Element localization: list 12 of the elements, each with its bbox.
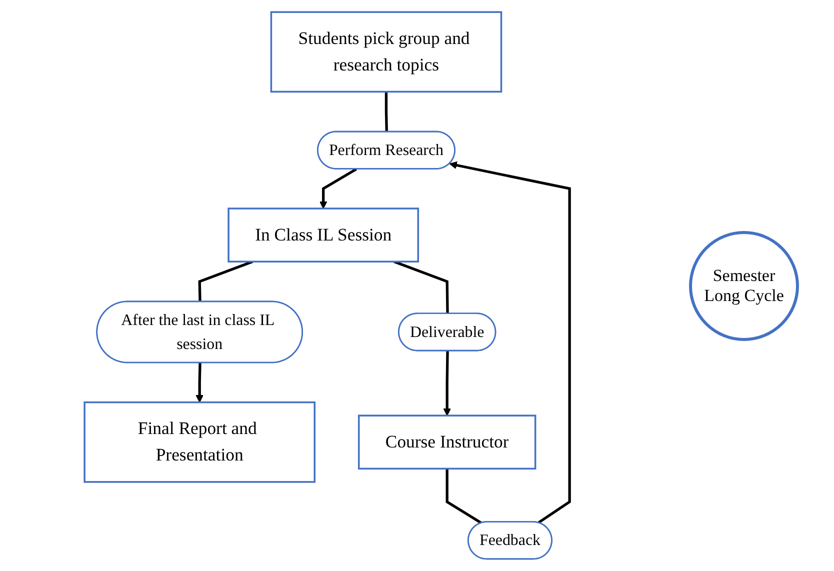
node-box: Course Instructor [358, 414, 536, 470]
node-box: Students pick group and research topics [270, 11, 502, 93]
connector [384, 92, 388, 132]
arrow [196, 362, 204, 403]
connector [198, 260, 254, 302]
arrow [319, 168, 357, 209]
node-box: Final Report and Presentation [84, 401, 316, 483]
arrow [449, 161, 571, 524]
cycle-label: Semester Long Cycle [689, 230, 799, 340]
arrow [443, 350, 451, 416]
node-box: In Class IL Session [228, 208, 419, 262]
connector [394, 260, 449, 314]
